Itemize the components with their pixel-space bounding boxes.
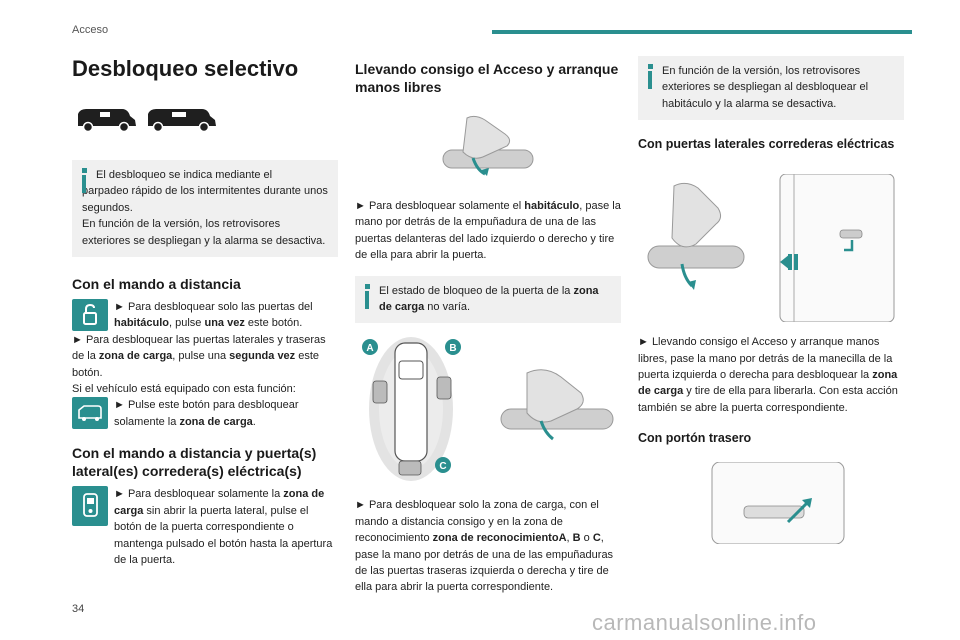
- mirrors-note: En función de la versión, los retrovisor…: [638, 56, 904, 121]
- column-2: Llevando consigo el Acceso y arranque ma…: [355, 61, 621, 594]
- hand-handle-image: [355, 112, 621, 184]
- remote-door-heading: Con el mando a distancia y puerta(s) lat…: [72, 445, 317, 480]
- van-short-icon: [78, 109, 136, 133]
- sliding-door-row: ► Para desbloquear solamente la zona de …: [72, 486, 338, 568]
- page-title: Desbloqueo selectivo: [72, 56, 299, 81]
- info-icon: [364, 283, 370, 309]
- zone-c-label: C: [439, 461, 446, 472]
- tailgate-heading: Con portón trasero: [638, 431, 752, 446]
- section-header: Acceso: [72, 24, 109, 36]
- page-number: 34: [72, 603, 85, 615]
- tailgate-image: [638, 461, 904, 545]
- info-icon: [647, 64, 653, 89]
- column-3: En función de la versión, los retrovisor…: [638, 56, 904, 545]
- lock-state-note: El estado de bloqueo de la puerta de la …: [355, 275, 621, 324]
- unlock-cabin-row: ► Para desbloquear solo las puertas del …: [72, 299, 338, 332]
- handsfree-heading: Llevando consigo el Acceso y arranque ma…: [355, 61, 619, 95]
- van-silhouettes-image: [72, 104, 338, 134]
- header-accent-bar: [492, 30, 912, 34]
- van-long-icon: [148, 109, 216, 133]
- recognition-zones-image: A B C: [355, 333, 621, 483]
- watermark: carmanualsonline.info: [592, 610, 817, 635]
- zone-a-label: A: [366, 343, 373, 354]
- info-icon: [81, 168, 87, 193]
- unlock-padlock-icon: [72, 299, 108, 332]
- sliding-doors-heading: Con puertas laterales correderas eléctri…: [638, 137, 895, 152]
- sliding-door-icon: [72, 486, 108, 527]
- info-note: El desbloqueo se indica mediante el parp…: [72, 160, 338, 258]
- sliding-door-handle-image: [638, 173, 904, 323]
- cargo-van-icon: [72, 397, 108, 430]
- unlock-cargo-row: ► Pulse este botón para desbloquear sola…: [72, 397, 338, 430]
- column-1: Desbloqueo selectivo El desbloqueo se in…: [72, 56, 338, 568]
- zone-b-label: B: [449, 343, 456, 354]
- remote-heading: Con el mando a distancia: [72, 276, 241, 293]
